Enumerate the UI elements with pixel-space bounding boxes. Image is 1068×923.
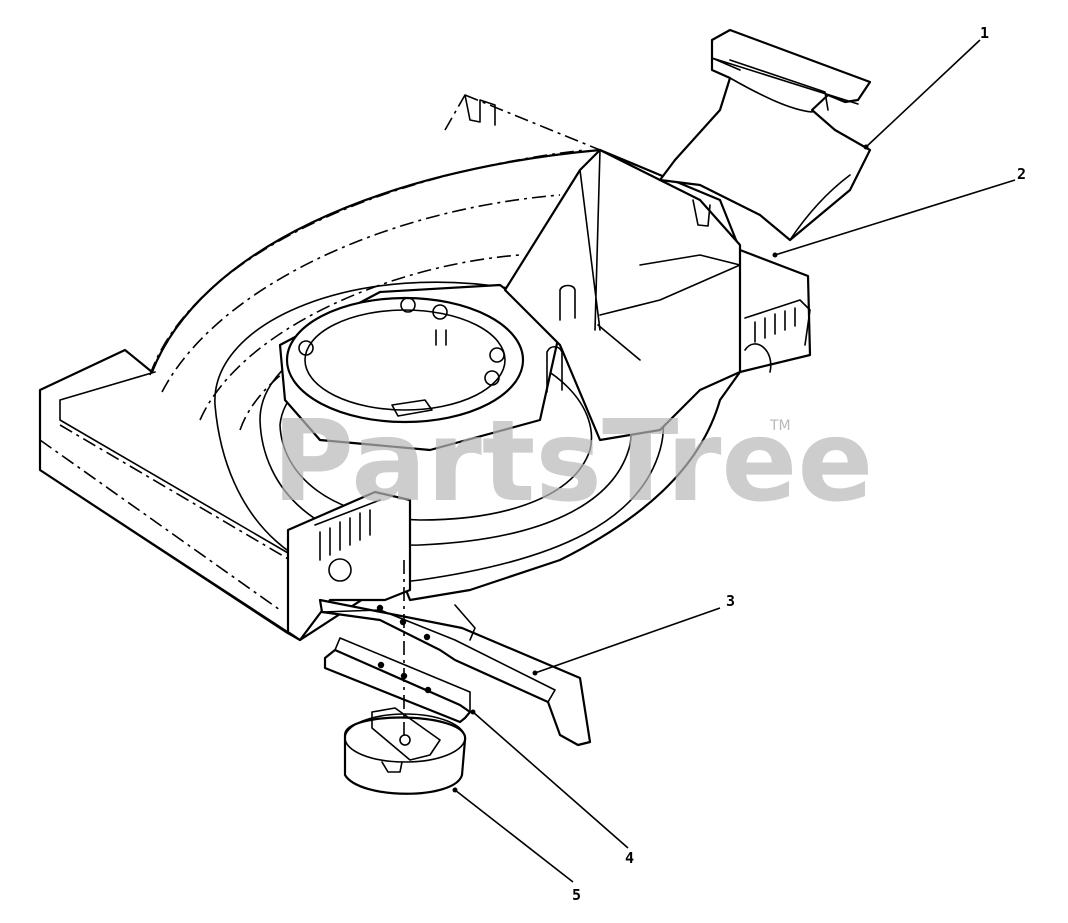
callout-1: 1 bbox=[980, 24, 989, 42]
callouts: 1 2 3 4 5 bbox=[452, 24, 1026, 904]
watermark-text: PartsTree bbox=[272, 397, 873, 527]
callout-4: 4 bbox=[625, 849, 634, 867]
mounting-bolts bbox=[298, 297, 505, 417]
callout-3: 3 bbox=[726, 592, 735, 610]
callout-5: 5 bbox=[572, 886, 581, 904]
callout-2: 2 bbox=[1017, 165, 1026, 183]
leader-1 bbox=[865, 39, 981, 148]
leader-5 bbox=[454, 789, 574, 883]
mower-deck-housing bbox=[38, 94, 812, 642]
blade-adapter bbox=[343, 707, 467, 795]
leader-4 bbox=[472, 711, 629, 849]
leader-3 bbox=[534, 607, 721, 674]
watermark-trademark: TM bbox=[769, 418, 791, 434]
blade-stiffener bbox=[323, 637, 472, 724]
rear-deflector bbox=[658, 28, 872, 242]
watermark: PartsTree TM bbox=[272, 397, 873, 527]
leader-2 bbox=[774, 179, 1016, 256]
